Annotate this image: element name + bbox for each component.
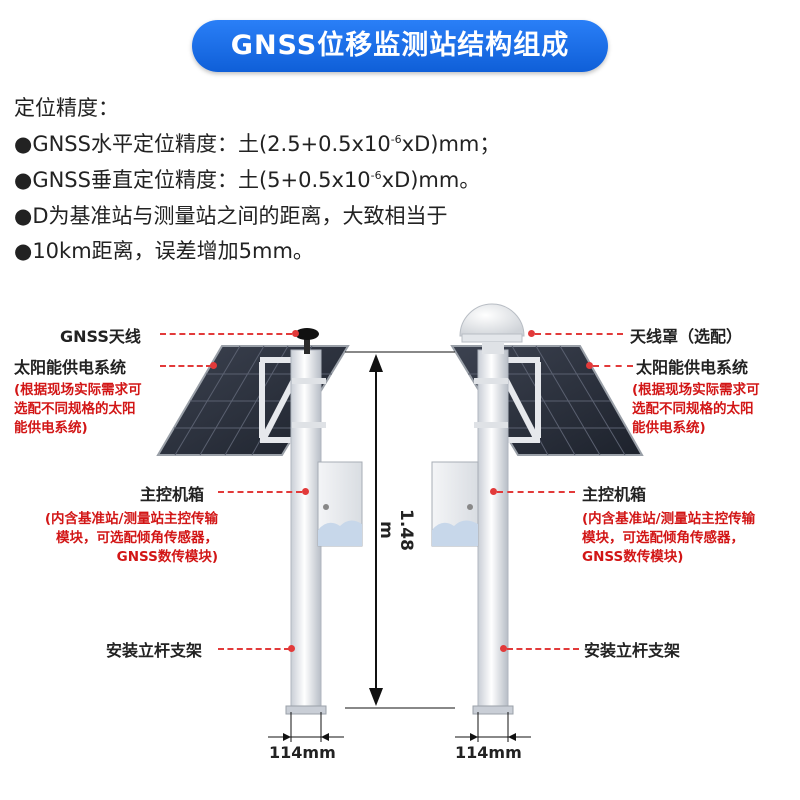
note-solar-left: (根据现场实际需求可选配不同规格的太阳能供电系统) [14, 382, 142, 436]
callout-line [160, 333, 292, 335]
callout-dot [302, 488, 309, 495]
right-pole [477, 349, 509, 711]
page-title: GNSS位移监测站结构组成 [192, 20, 608, 72]
label-gnss-antenna: GNSS天线 [60, 327, 141, 346]
label-box-right: 主控机箱 [582, 485, 647, 504]
right-radome [459, 303, 525, 337]
spec-item-3: ●D为基准站与测量站之间的距离，大致相当于 [14, 204, 448, 228]
spec-item-1: ●GNSS水平定位精度：土(2.5+0.5x10-6xD)mm； [14, 132, 501, 156]
right-station [431, 303, 644, 715]
right-width-label: 114mm [455, 743, 522, 762]
callout-line [507, 648, 579, 650]
label-pole-right: 安装立杆支架 [584, 641, 681, 660]
label-solar-left: 太阳能供电系统 [14, 358, 127, 377]
height-dimension [345, 351, 455, 709]
callout-dot [500, 645, 507, 652]
note-solar-right: (根据现场实际需求可选配不同规格的太阳能供电系统) [632, 382, 760, 436]
label-radome: 天线罩（选配） [630, 327, 743, 346]
callout-line [218, 491, 302, 493]
left-width-label: 114mm [269, 743, 336, 762]
label-solar-right: 太阳能供电系统 [636, 358, 749, 377]
note-box-right: (内含基准站/测量站主控传输模块，可选配倾角传感器，GNSS数传模块) [582, 511, 756, 565]
callout-line [497, 491, 575, 493]
width-dimensions [268, 712, 531, 742]
callout-dot [490, 488, 497, 495]
note-box-left: (内含基准站/测量站主控传输模块，可选配倾角传感器，GNSS数传模块) [44, 511, 218, 565]
left-pole [290, 349, 322, 711]
callout-dot [292, 330, 299, 337]
left-station [156, 328, 363, 715]
callout-line [535, 333, 623, 335]
callout-dot [528, 330, 535, 337]
left-gnss-antenna [295, 328, 319, 340]
spec-item-2: ●GNSS垂直定位精度：土(5+0.5x10-6xD)mm。 [14, 168, 481, 192]
callout-line [218, 648, 290, 650]
label-pole-left: 安装立杆支架 [106, 641, 203, 660]
callout-line [160, 365, 212, 367]
spec-item-4: ●10km距离，误差增加5mm。 [14, 239, 314, 263]
callout-dot [210, 362, 217, 369]
callout-line [593, 365, 633, 367]
height-label: 1.48 m [376, 509, 416, 551]
callout-dot [586, 362, 593, 369]
label-box-left: 主控机箱 [140, 485, 205, 504]
spec-heading: 定位精度： [14, 96, 119, 120]
callout-dot [288, 645, 295, 652]
